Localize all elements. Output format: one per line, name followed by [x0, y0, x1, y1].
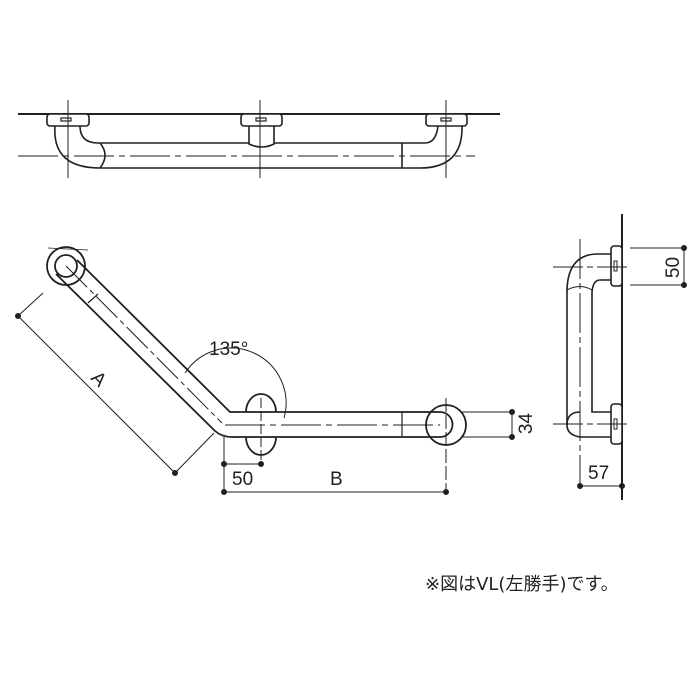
footnote: ※図はVL(左勝手)です。	[425, 574, 619, 595]
side-view	[553, 214, 687, 500]
dimension-57-label: 57	[588, 463, 610, 484]
plan-view	[15, 246, 515, 495]
dimension-50-plan-label: 50	[232, 469, 254, 490]
front-elevation-view	[18, 100, 500, 178]
angle-label: 135°	[209, 339, 249, 360]
dimension-34-label: 34	[516, 412, 538, 435]
dimension-b-label: B	[330, 469, 343, 490]
dimension-50-side-label: 50	[663, 256, 685, 279]
